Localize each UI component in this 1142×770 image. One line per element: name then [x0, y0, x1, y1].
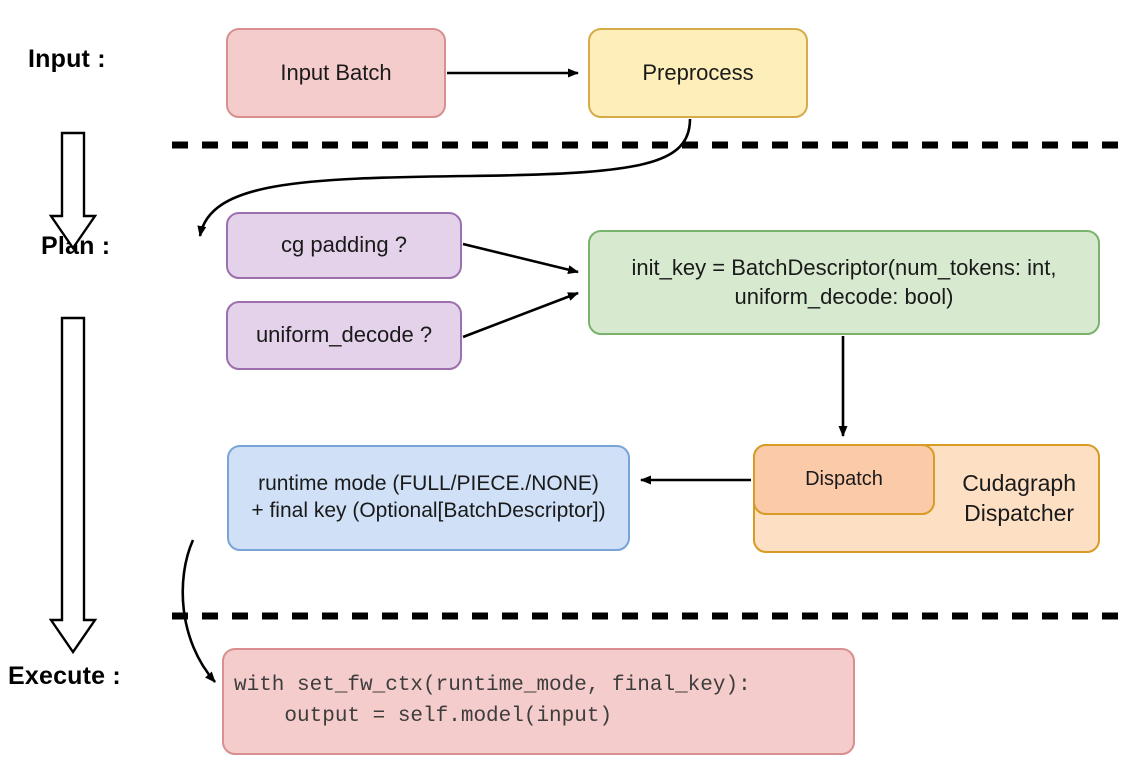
node-cudagraph-dispatcher-line1: Cudagraph [962, 470, 1076, 497]
node-init-key-line2: uniform_decode: bool) [734, 283, 954, 309]
block-arrow-plan-to-execute [48, 316, 98, 655]
node-init-key-line1: init_key = BatchDescriptor(num_tokens: i… [631, 255, 1057, 281]
node-runtime-mode[interactable]: runtime mode (FULL/PIECE./NONE) + final … [227, 445, 630, 551]
node-dispatch[interactable]: Dispatch [753, 444, 935, 515]
stage-label-input: Input : [28, 45, 106, 73]
code-line-2: output = self.model(input) [234, 704, 613, 728]
node-dispatch-label: Dispatch [805, 467, 883, 490]
stage-label-execute: Execute : [8, 662, 121, 690]
node-input-batch-label: Input Batch [280, 59, 392, 85]
block-arrow-input-to-plan [48, 131, 98, 251]
node-preprocess-label: Preprocess [642, 59, 754, 85]
node-cg-padding-label: cg padding ? [281, 232, 407, 258]
node-code-block[interactable]: with set_fw_ctx(runtime_mode, final_key)… [222, 648, 855, 755]
code-line-1: with set_fw_ctx(runtime_mode, final_key)… [234, 674, 751, 698]
node-cg-padding[interactable]: cg padding ? [226, 212, 462, 279]
node-cudagraph-dispatcher-line2: Dispatcher [964, 499, 1075, 526]
edge-cg-padding-to-init-key [462, 242, 579, 275]
stage-label-plan: Plan : [41, 232, 111, 260]
node-uniform-decode-label: uniform_decode ? [255, 322, 433, 348]
edge-uniform-decode-to-init-key [462, 291, 579, 339]
node-runtime-mode-line1: runtime mode (FULL/PIECE./NONE) [258, 472, 599, 496]
node-input-batch[interactable]: Input Batch [226, 28, 446, 118]
node-uniform-decode[interactable]: uniform_decode ? [226, 301, 462, 370]
edge-runtime-mode-to-code-block [181, 539, 216, 683]
node-runtime-mode-line2: + final key (Optional[BatchDescriptor]) [251, 499, 606, 522]
node-preprocess[interactable]: Preprocess [588, 28, 808, 118]
node-init-key[interactable]: init_key = BatchDescriptor(num_tokens: i… [588, 230, 1100, 335]
